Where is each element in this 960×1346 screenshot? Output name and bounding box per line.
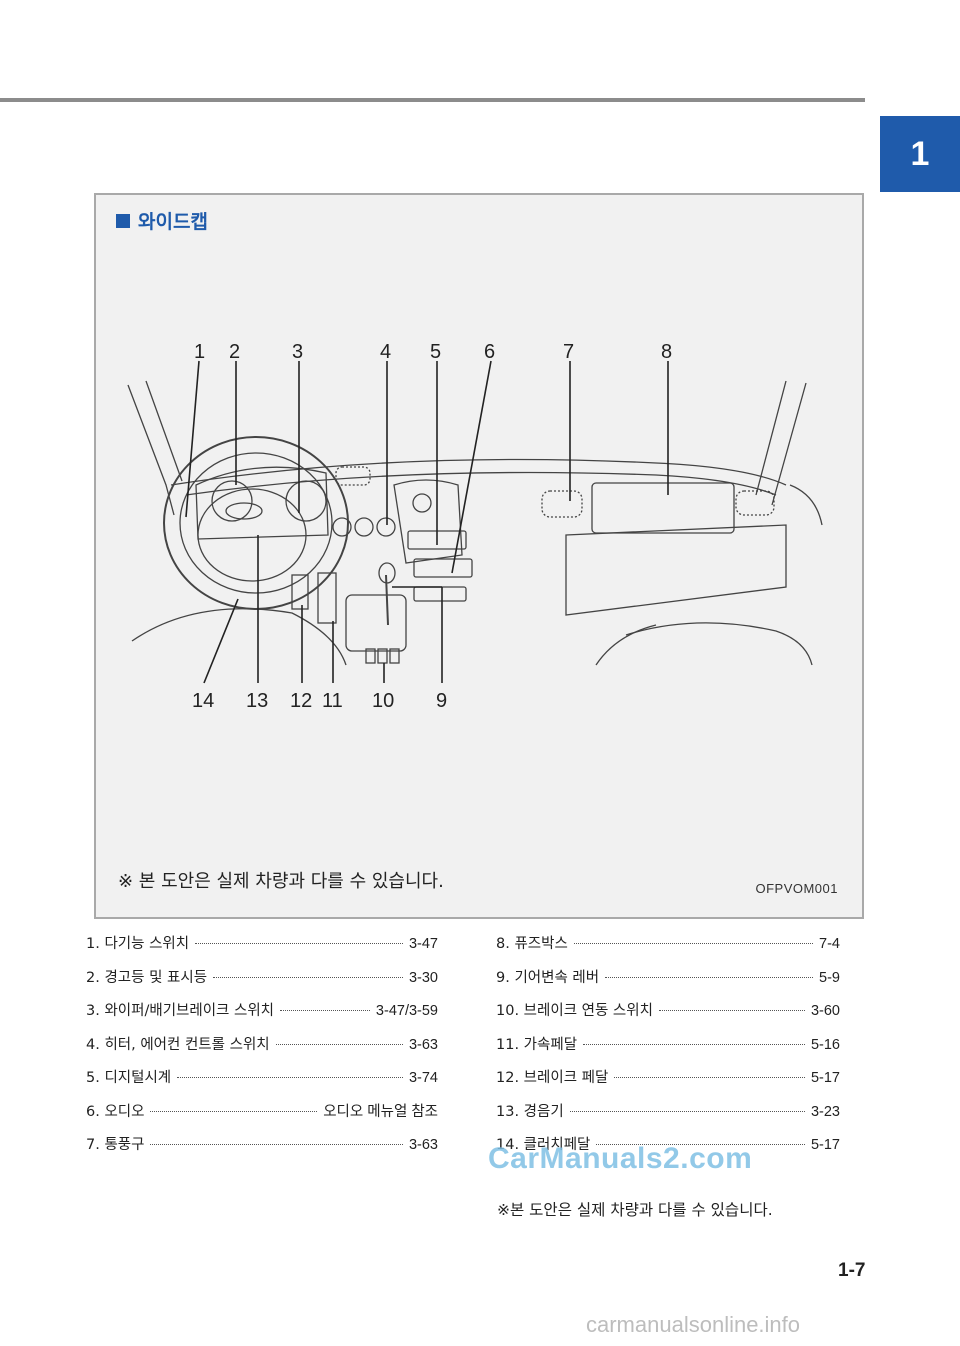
callout-14: 14	[192, 690, 214, 712]
dashboard-illustration: 1 2 3 4 5 6 7 8 14 13 12 11 10 9	[127, 341, 823, 712]
callout-6: 6	[484, 341, 495, 363]
figure-title: 와이드캡	[116, 207, 208, 234]
callout-9: 9	[436, 690, 447, 712]
callout-1: 1	[194, 341, 205, 363]
footer-site[interactable]: carmanualsonline.info	[586, 1312, 801, 1337]
figure-box: 1 2 3 4 5 6 7 8 14 13 12 11 10 9 와이드캡 ※ …	[94, 193, 864, 919]
callout-4: 4	[380, 341, 391, 363]
callout-8: 8	[661, 341, 672, 363]
callout-2: 2	[229, 341, 240, 363]
watermark-text: CarManuals2.com	[488, 1142, 753, 1175]
callout-10: 10	[372, 690, 394, 712]
top-rule	[0, 98, 865, 102]
callout-12: 12	[290, 690, 312, 712]
bottom-note: ※본 도안은 실제 차량과 다를 수 있습니다.	[497, 1201, 773, 1219]
callout-3: 3	[292, 341, 303, 363]
callout-5: 5	[430, 341, 441, 363]
figure-note: ※ 본 도안은 실제 차량과 다를 수 있습니다.	[118, 871, 444, 892]
chapter-tab[interactable]: 1	[880, 116, 960, 192]
page-number: 1-7	[838, 1260, 866, 1281]
callout-7: 7	[563, 341, 574, 363]
callout-13: 13	[246, 690, 268, 712]
square-bullet-icon	[116, 213, 130, 228]
figure-code: OFPVOM001	[755, 881, 838, 896]
figure-title-text: 와이드캡	[138, 211, 208, 233]
callout-11: 11	[322, 690, 343, 712]
chapter-number: 1	[910, 134, 930, 173]
